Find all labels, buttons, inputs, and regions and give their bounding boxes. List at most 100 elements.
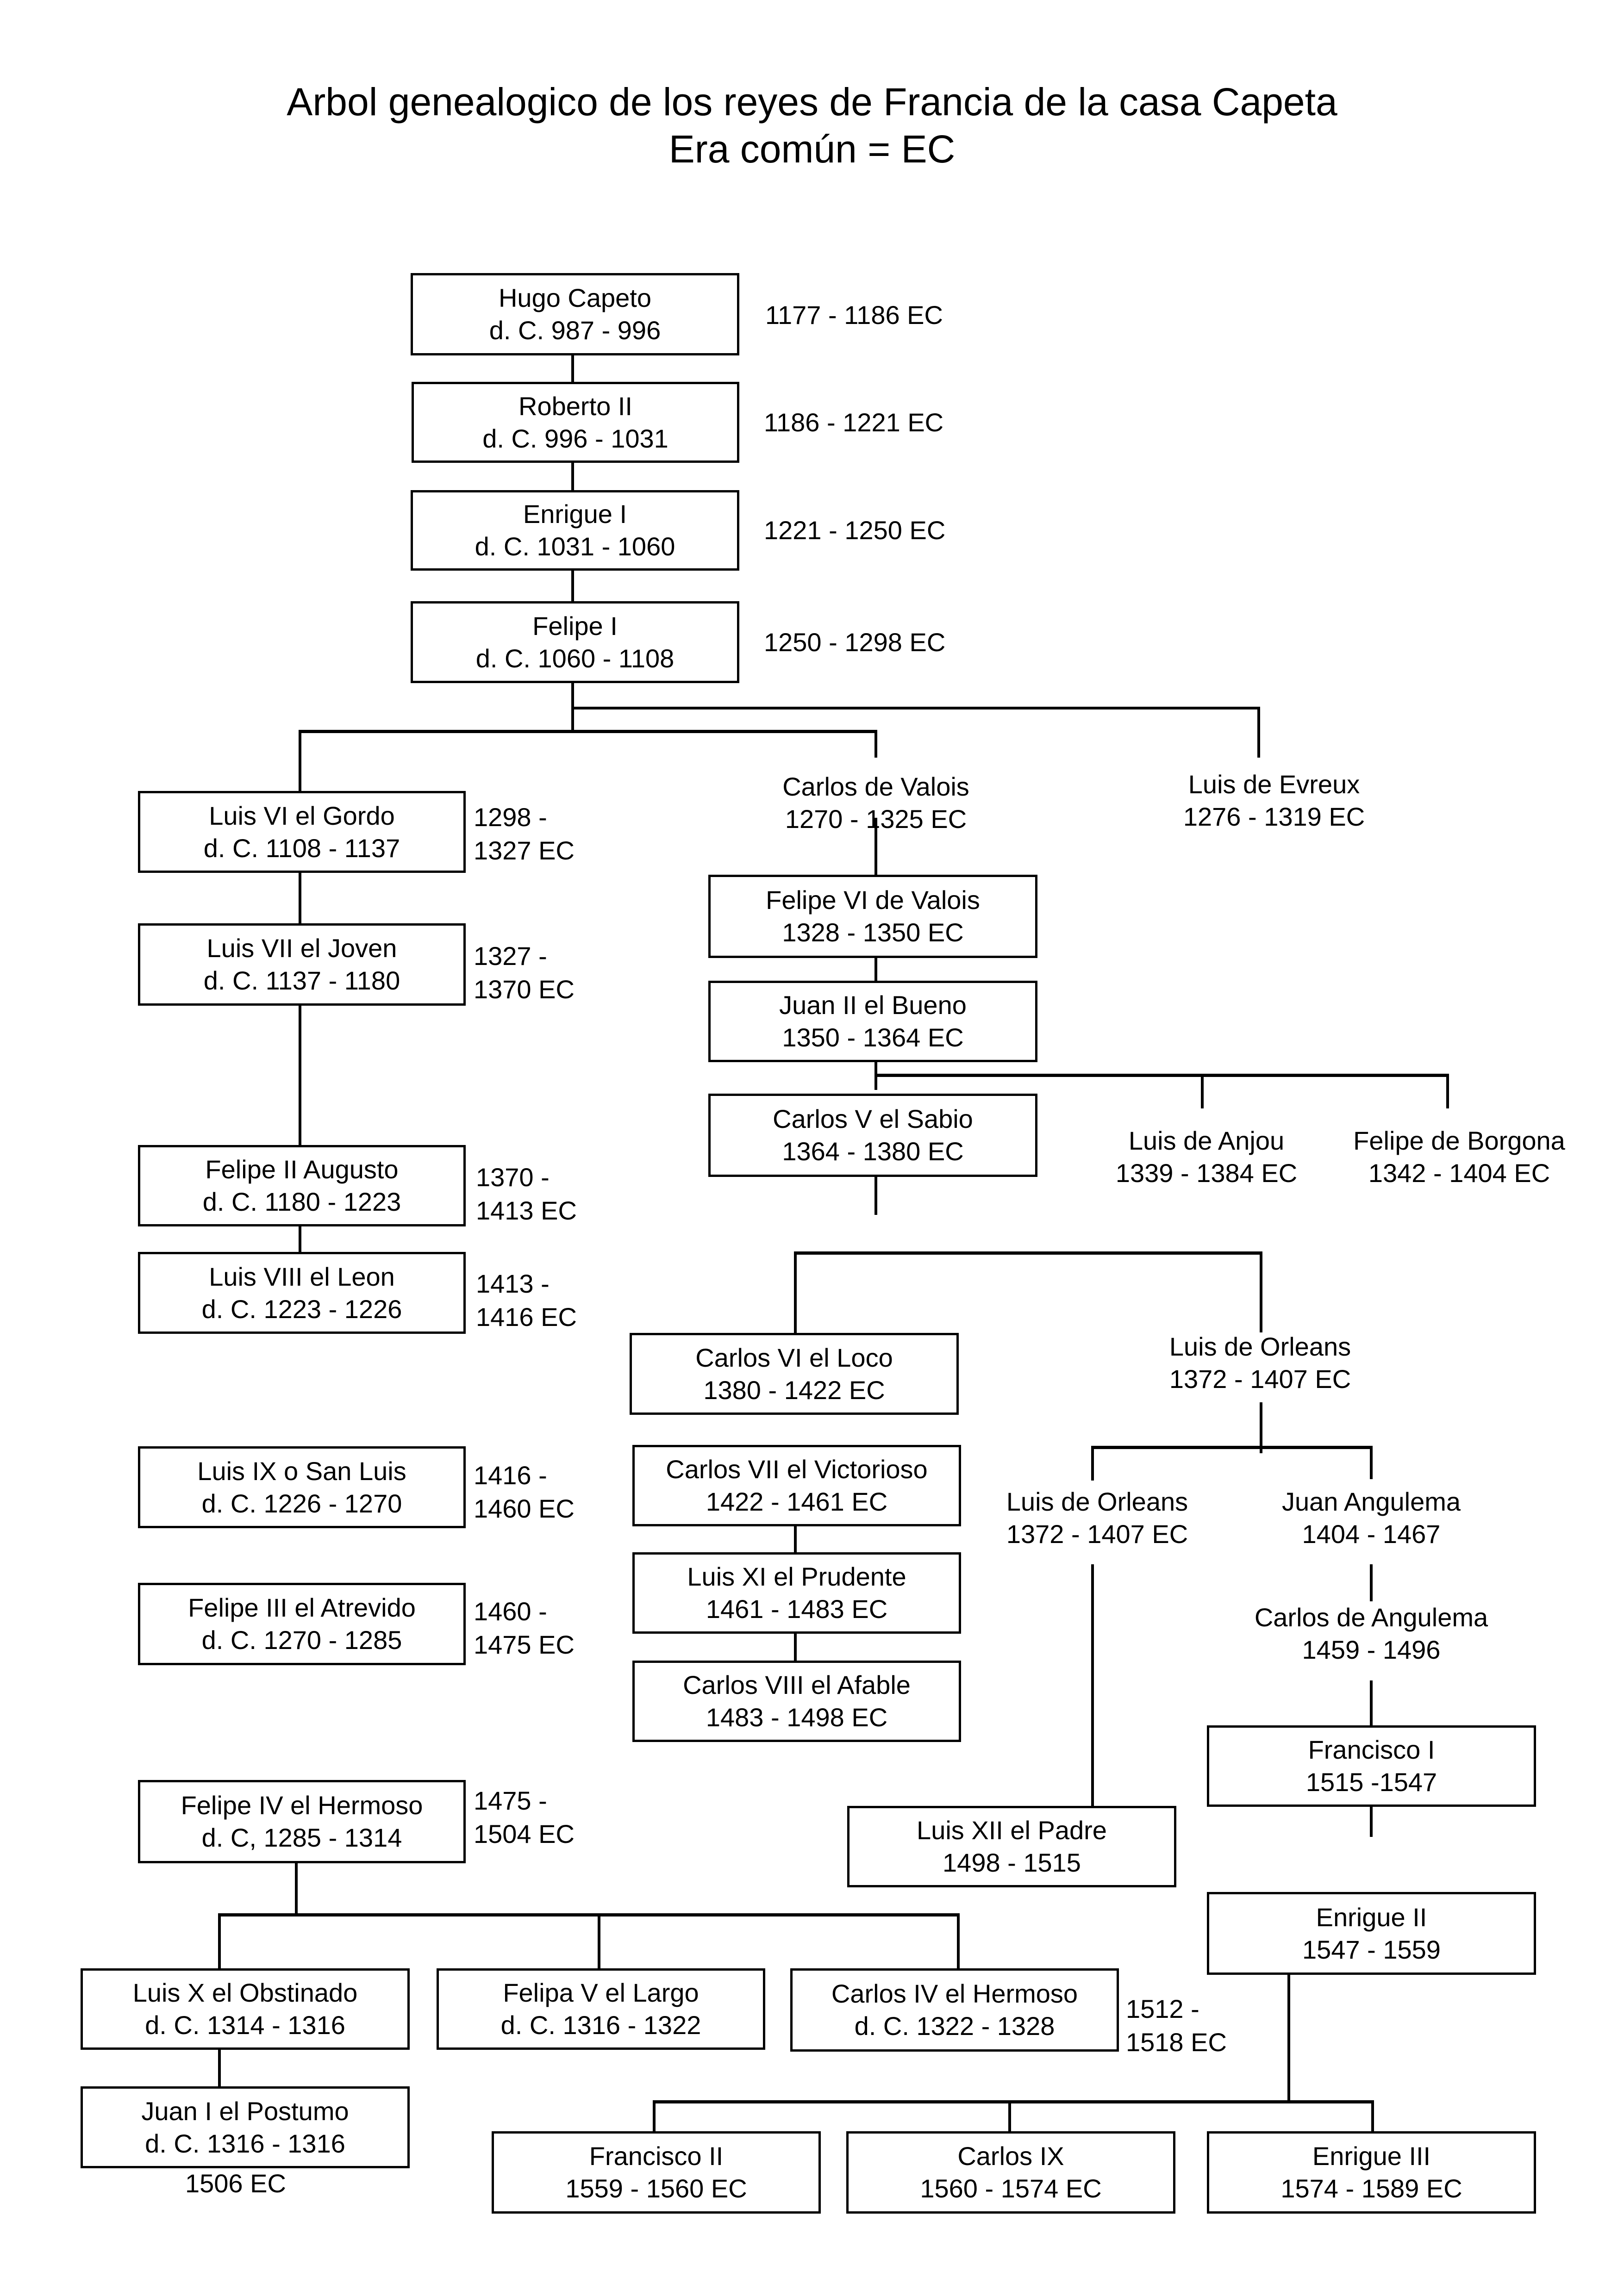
- person-dates: 1459 - 1496: [1302, 1635, 1441, 1664]
- person-dates: 1270 - 1325 EC: [785, 804, 967, 834]
- person-name: Felipa V el Largo: [503, 1978, 699, 2007]
- person-name: Felipe II Augusto: [205, 1155, 399, 1184]
- person-dates: 1350 - 1364 EC: [782, 1023, 964, 1052]
- person-carlos-iv: Carlos IV el Hermoso d. C. 1322 - 1328: [790, 1968, 1119, 2052]
- connector-line: [1371, 2100, 1374, 2133]
- connector-line: [794, 1524, 797, 1555]
- person-name: Roberto II: [518, 391, 632, 421]
- connector-line: [299, 730, 877, 733]
- person-dates: d. C. 1223 - 1226: [201, 1294, 402, 1324]
- connector-line: [874, 818, 877, 876]
- person-name: Luis VIII el Leon: [209, 1262, 395, 1291]
- person-name: Luis IX o San Luis: [197, 1456, 406, 1486]
- person-name: Luis de Evreux: [1188, 770, 1360, 799]
- person-carlos-v: Carlos V el Sabio 1364 - 1380 EC: [708, 1094, 1037, 1177]
- connector-line: [218, 1913, 221, 1970]
- person-luis-de-orleans: Luis de Orleans 1372 - 1407 EC: [1103, 1331, 1418, 1395]
- person-name: Juan I el Postumo: [141, 2096, 349, 2126]
- person-felipe-iv: Felipe IV el Hermoso d. C, 1285 - 1314: [138, 1780, 466, 1863]
- connector-line: [1370, 1804, 1373, 1837]
- connector-line: [653, 2100, 1374, 2103]
- era-dates: 1298 -1327 EC: [474, 803, 575, 865]
- person-dates: d. C. 1316 - 1316: [145, 2128, 345, 2158]
- person-dates: d. C. 1108 - 1137: [203, 833, 400, 863]
- person-name: Felipe IV el Hermoso: [181, 1791, 423, 1820]
- person-felipe-vi: Felipe VI de Valois 1328 - 1350 EC: [708, 875, 1037, 958]
- person-dates: d. C. 1314 - 1316: [145, 2010, 345, 2040]
- person-name: Felipe de Borgona: [1353, 1126, 1565, 1155]
- person-luis-xii: Luis XII el Padre 1498 - 1515: [847, 1806, 1176, 1887]
- person-juan-i: Juan I el Postumo d. C. 1316 - 1316: [81, 2086, 410, 2168]
- connector-line: [218, 2047, 221, 2088]
- person-dates: d. C. 1322 - 1328: [854, 2011, 1055, 2041]
- era-dates: 1221 - 1250 EC: [764, 516, 946, 545]
- person-dates: 1276 - 1319 EC: [1183, 802, 1365, 831]
- person-felipe-i: Felipe I d. C. 1060 - 1108: [411, 601, 739, 683]
- connector-line: [653, 2100, 656, 2133]
- person-enrique-iii: Enrigue III 1574 - 1589 EC: [1207, 2131, 1536, 2214]
- connector-line: [571, 461, 574, 492]
- era-dates: 1370 -1413 EC: [476, 1163, 577, 1225]
- connector-line: [299, 871, 301, 925]
- person-luis-de-orleans-2: Luis de Orleans 1372 - 1407 EC: [940, 1486, 1255, 1550]
- person-dates: 1483 - 1498 EC: [706, 1703, 888, 1732]
- person-name: Enrigue II: [1316, 1902, 1427, 1932]
- person-luis-de-anjou: Luis de Anjou 1339 - 1384 EC: [1068, 1125, 1345, 1189]
- person-dates: 1404 - 1467: [1302, 1519, 1441, 1549]
- person-enrique-ii: Enrigue II 1547 - 1559: [1207, 1892, 1536, 1975]
- person-carlos-ix: Carlos IX 1560 - 1574 EC: [846, 2131, 1175, 2214]
- person-name: Felipe I: [532, 611, 618, 641]
- person-name: Luis de Orleans: [1006, 1487, 1188, 1516]
- person-luis-xi: Luis XI el Prudente 1461 - 1483 EC: [632, 1552, 961, 1634]
- person-enrique-i: Enrigue I d. C. 1031 - 1060: [411, 490, 739, 571]
- person-name: Juan II el Bueno: [779, 990, 967, 1020]
- era-dates: 1186 - 1221 EC: [764, 408, 944, 437]
- person-juan-angulema: Juan Angulema 1404 - 1467: [1214, 1486, 1529, 1550]
- person-name: Carlos V el Sabio: [773, 1104, 973, 1133]
- person-juan-ii: Juan II el Bueno 1350 - 1364 EC: [708, 981, 1037, 1062]
- person-dates: 1560 - 1574 EC: [920, 2174, 1102, 2203]
- connector-line: [874, 1176, 877, 1215]
- connector-line: [299, 1225, 301, 1253]
- era-dates: 1460 -1475 EC: [474, 1597, 575, 1659]
- person-name: Juan Angulema: [1281, 1487, 1461, 1516]
- person-hugo-capeto: Hugo Capeto d. C. 987 - 996: [411, 273, 739, 355]
- connector-line: [1260, 1402, 1262, 1453]
- person-carlos-vii: Carlos VII el Victorioso 1422 - 1461 EC: [632, 1445, 961, 1526]
- person-dates: 1372 - 1407 EC: [1169, 1364, 1351, 1394]
- person-dates: 1461 - 1483 EC: [706, 1594, 888, 1624]
- person-name: Francisco I: [1308, 1735, 1435, 1764]
- connector-line: [794, 1251, 797, 1335]
- person-name: Enrigue III: [1312, 2141, 1431, 2171]
- person-luis-viii: Luis VIII el Leon d. C. 1223 - 1226: [138, 1252, 466, 1334]
- person-francisco-i: Francisco I 1515 -1547: [1207, 1725, 1536, 1807]
- connector-line: [571, 707, 1260, 709]
- connector-line: [794, 1632, 797, 1662]
- connector-line: [1370, 1564, 1373, 1601]
- person-luis-vi: Luis VI el Gordo d. C. 1108 - 1137: [138, 791, 466, 873]
- person-dates: 1422 - 1461 EC: [706, 1487, 888, 1516]
- person-name: Francisco II: [589, 2141, 724, 2171]
- person-name: Felipe VI de Valois: [766, 885, 980, 915]
- person-name: Enrigue I: [523, 499, 627, 529]
- person-dates: d. C. 1031 - 1060: [475, 532, 675, 561]
- era-dates: 1413 -1416 EC: [476, 1269, 577, 1332]
- connector-line: [598, 1913, 600, 1970]
- person-dates: 1515 -1547: [1305, 1767, 1437, 1797]
- person-name: Luis VII el Joven: [206, 933, 397, 963]
- connector-line: [1446, 1074, 1449, 1108]
- page-title: Arbol genealogico de los reyes de Franci…: [287, 80, 1337, 124]
- person-luis-ix: Luis IX o San Luis d. C. 1226 - 1270: [138, 1446, 466, 1528]
- era-dates: 1475 -1504 EC: [474, 1786, 575, 1848]
- person-dates: d. C. 1270 - 1285: [201, 1625, 402, 1655]
- era-dates: 1327 -1370 EC: [474, 941, 575, 1004]
- connector-line: [1257, 707, 1260, 758]
- person-dates: d. C. 1226 - 1270: [201, 1488, 402, 1518]
- page-subtitle: Era común = EC: [668, 127, 956, 171]
- person-carlos-viii: Carlos VIII el Afable 1483 - 1498 EC: [632, 1661, 961, 1742]
- person-name: Luis de Anjou: [1128, 1126, 1285, 1155]
- connector-line: [1091, 1564, 1094, 1807]
- person-dates: 1380 - 1422 EC: [703, 1375, 885, 1405]
- connector-line: [1260, 1251, 1262, 1332]
